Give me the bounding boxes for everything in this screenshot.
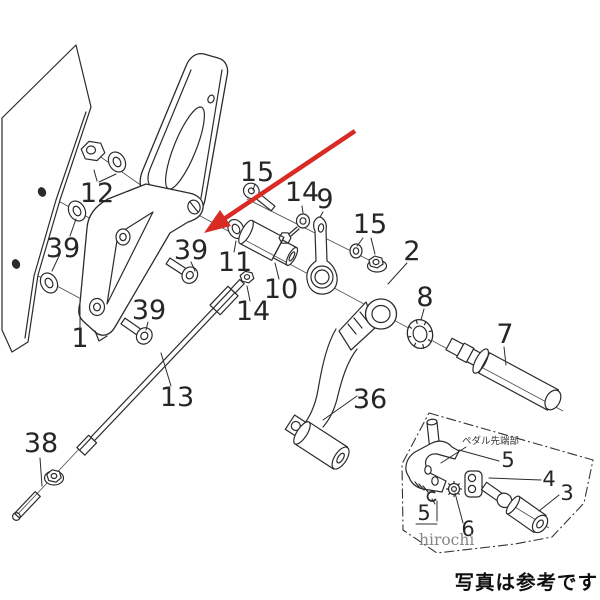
balljoint-14 — [278, 213, 311, 244]
pedal-lever-36 — [284, 328, 358, 470]
part-label-36: 36 — [353, 384, 387, 415]
inset-clevis-pin-4 — [464, 470, 513, 509]
bolt-39-lower — [120, 317, 153, 345]
part-label-39-b: 39 — [174, 235, 208, 266]
part-label-6: 6 — [461, 517, 474, 541]
part-label-10: 10 — [264, 274, 298, 305]
shift-arm-2 — [338, 298, 398, 351]
inset-border — [401, 412, 594, 554]
part-labels: 12 39 15 14 9 15 2 39 11 10 14 39 8 7 1 … — [24, 157, 514, 459]
caption-text: 写真は参考です — [454, 571, 598, 594]
footpeg-7 — [445, 337, 562, 411]
part-label-1: 1 — [71, 323, 88, 354]
part-label-14-a: 14 — [285, 177, 319, 208]
inset-pin-5 — [426, 418, 440, 448]
red-arrow — [204, 129, 357, 233]
inset-pedal-bracket — [405, 440, 460, 493]
watermark-text: hirochi — [419, 531, 474, 549]
bolt-39-upper — [165, 257, 199, 284]
heel-guard-plate — [139, 52, 229, 216]
splined-sleeve-10 — [238, 219, 299, 266]
lock-ring-8 — [406, 318, 434, 350]
part-label-12: 12 — [80, 178, 114, 209]
part-label-5-a: 5 — [501, 448, 514, 472]
part-label-13: 13 — [160, 382, 194, 413]
part-label-4: 4 — [542, 467, 555, 491]
plate-hole — [37, 187, 47, 197]
plate-hole — [11, 259, 21, 269]
part-label-11: 11 — [218, 247, 252, 278]
part-label-38: 38 — [24, 428, 58, 459]
nut-12 — [80, 140, 106, 162]
part-label-2: 2 — [403, 236, 420, 267]
pedal-pad — [284, 414, 350, 470]
inset-eclip-5 — [426, 490, 437, 502]
inset-leader-lines — [415, 446, 560, 525]
washer-15 — [349, 243, 363, 259]
washer-12 — [107, 151, 127, 173]
inset-star-washer-6 — [445, 480, 463, 498]
part-label-15-a: 15 — [240, 157, 274, 188]
push-rod-13 — [76, 278, 245, 456]
frame-plate — [1, 44, 92, 353]
bracket-part-1 — [78, 183, 204, 342]
link-arm-9 — [306, 216, 338, 295]
part-label-3: 3 — [560, 481, 573, 505]
inset-pedal-tip-3 — [505, 495, 549, 534]
part-label-5-b: 5 — [417, 501, 430, 525]
washer-39-lower — [39, 272, 59, 294]
rod-end-38 — [11, 469, 65, 521]
part-label-39-a: 39 — [46, 233, 80, 264]
part-label-15-b: 15 — [353, 209, 387, 240]
inset-title: ペダル先端部 — [462, 435, 519, 447]
inset-detail-box: ペダル先端部 5 4 3 5 6 — [401, 412, 594, 554]
washer-39-upper — [67, 200, 87, 222]
part-label-8: 8 — [416, 282, 433, 313]
part-label-7: 7 — [496, 319, 513, 350]
part-label-39-c: 39 — [132, 295, 166, 326]
part-label-9: 9 — [316, 184, 333, 215]
part-label-14-b: 14 — [236, 296, 270, 327]
locknut-14 — [239, 270, 255, 284]
leader-lines — [39, 169, 507, 487]
nut-15 — [366, 255, 388, 273]
